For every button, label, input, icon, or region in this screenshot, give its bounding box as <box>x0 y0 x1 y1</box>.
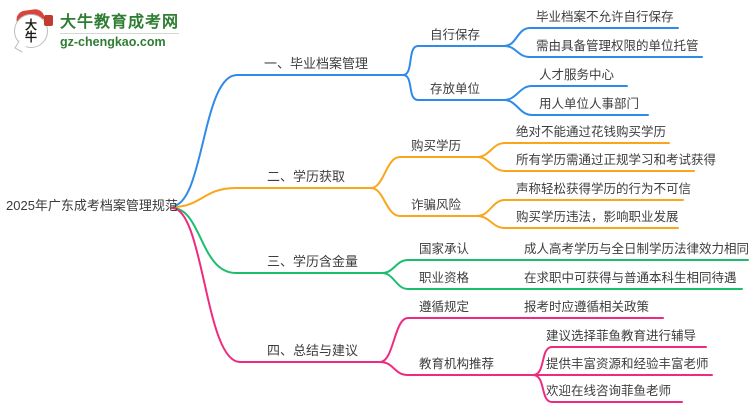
connector-b1-c1 <box>402 45 419 76</box>
branch3-leaf1-label: 成人高考学历与全日制学历法律效力相同 <box>524 242 750 256</box>
logo-char-1: 大 <box>24 18 37 32</box>
connector-b4-c2 <box>379 361 409 376</box>
branch4-wires <box>171 207 713 403</box>
branch3-child2-label: 职业资格 <box>419 271 470 285</box>
site-logo: 大 牛 大牛教育成考网 gz-chengkao.com <box>13 8 180 53</box>
connector-b2-c2 <box>370 187 401 217</box>
connector-b2-c1 <box>370 156 401 189</box>
connector-root-b4 <box>171 207 241 363</box>
connector-b2-c1-l2 <box>476 156 506 172</box>
branch2-leaf2-label: 所有学历需通过正规学习和考试获得 <box>516 153 717 167</box>
branch1-child1-label: 自行保存 <box>430 28 481 42</box>
connector-b1-c2-l1 <box>503 85 533 101</box>
branch4-leaf3-label: 提供丰富资源和经验丰富老师 <box>546 357 709 371</box>
connector-b2-c1-l1 <box>476 142 506 158</box>
connector-root-b1 <box>171 74 238 207</box>
logo-char-2: 牛 <box>24 30 37 44</box>
branch4-leaf1-label: 报考时应遵循相关政策 <box>524 300 650 314</box>
branch2-label: 二、学历获取 <box>267 169 346 184</box>
branch2-wires <box>171 142 695 229</box>
connector-b3-c2 <box>381 272 409 290</box>
connector-b4-c2-l3 <box>532 374 553 403</box>
connector-root-b3 <box>171 207 237 274</box>
branch4-leaf2-label: 建议选择菲鱼教育进行辅导 <box>546 329 697 343</box>
daniu-logo-icon: 大 牛 <box>13 8 53 53</box>
connector-root-b2 <box>171 187 237 208</box>
branch4-leaf4-label: 欢迎在线咨询菲鱼老师 <box>546 384 672 398</box>
branch1-wires <box>171 27 703 207</box>
branch2-leaf4-label: 购买学历违法，影响职业发展 <box>516 210 679 224</box>
connector-b2-c2-l2 <box>476 215 506 229</box>
connector-b1-c2 <box>402 74 419 101</box>
connector-b4-c1 <box>379 317 409 363</box>
branch3-child1-label: 国家承认 <box>419 242 470 256</box>
logo-subtitle: gz-chengkao.com <box>60 32 180 50</box>
branch3-leaf2-label: 在求职中可获得与普通本科生相同待遇 <box>524 271 737 285</box>
branch2-child2-label: 诈骗风险 <box>411 198 462 212</box>
branch2-leaf1-label: 绝对不能通过花钱购买学历 <box>516 125 667 139</box>
branch2-child1-label: 购买学历 <box>411 139 462 153</box>
connector-b1-c1-l2 <box>503 45 531 58</box>
branch2-leaf3-label: 声称轻松获得学历的行为不可信 <box>516 182 692 196</box>
root-node: 2025年广东成考档案管理规范 <box>6 198 178 213</box>
branch1-leaf1-label: 毕业档案不允许自行保存 <box>536 10 674 24</box>
branch4-child2-label: 教育机构推荐 <box>419 357 495 371</box>
branch3-label: 三、学历含金量 <box>267 254 359 269</box>
branch3-wires <box>171 207 749 290</box>
branch1-child2-label: 存放单位 <box>430 82 481 96</box>
branch4-label: 四、总结与建议 <box>267 343 359 358</box>
connector-b3-c1 <box>381 259 409 274</box>
logo-title: 大牛教育成考网 <box>60 13 180 31</box>
logo-text: 大牛教育成考网 gz-chengkao.com <box>60 13 180 50</box>
branch1-leaf2-label: 需由具备管理权限的单位托管 <box>536 39 699 53</box>
branch4-child1-label: 遵循规定 <box>419 300 470 314</box>
connector-b1-c2-l2 <box>503 99 533 116</box>
branch1-leaf4-label: 用人单位人事部门 <box>539 97 640 111</box>
branch1-leaf3-label: 人才服务中心 <box>539 68 615 82</box>
connector-b2-c2-l1 <box>476 199 506 217</box>
branch1-label: 一、毕业档案管理 <box>264 56 369 71</box>
connector-b1-c1-l1 <box>503 27 531 47</box>
logo-seal-icon <box>44 15 53 26</box>
